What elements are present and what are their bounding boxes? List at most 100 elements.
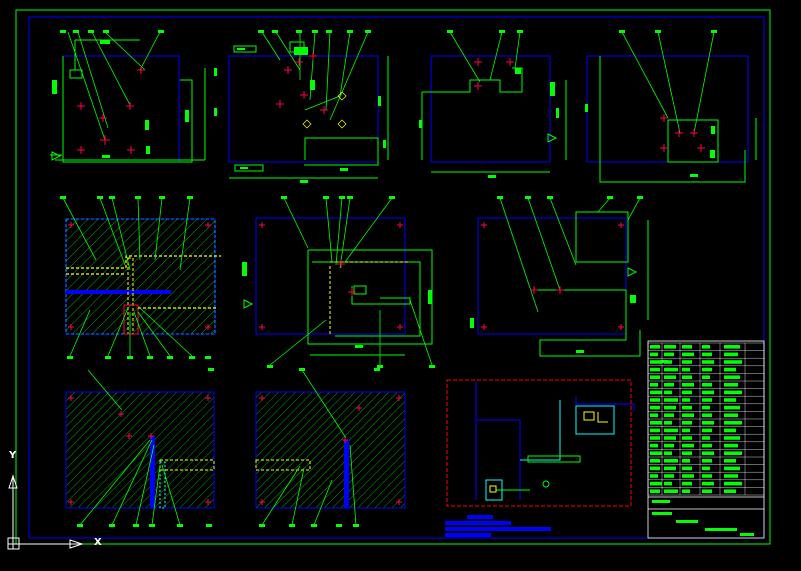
title-block-cell-text bbox=[664, 383, 674, 387]
title-block-cell-text bbox=[682, 345, 692, 349]
title-block-cell-text bbox=[650, 436, 660, 440]
title-block-cell-text bbox=[682, 367, 690, 372]
title-block-cell-text bbox=[664, 398, 678, 402]
title-block-cell-text bbox=[650, 489, 660, 493]
title-block-cell-text bbox=[650, 443, 658, 448]
title-block-cell-text bbox=[682, 489, 690, 493]
title-block-cell-text bbox=[650, 390, 662, 395]
title-block-cell-text bbox=[682, 360, 692, 364]
title-block-cell-text bbox=[650, 451, 662, 455]
title-block-cell-text bbox=[702, 443, 712, 448]
title-block-cell-text bbox=[650, 360, 662, 364]
title-block-cell-text bbox=[702, 474, 712, 478]
title-block-footer-text bbox=[740, 533, 754, 536]
title-block-cell-text bbox=[702, 375, 710, 379]
title-block-cell-text bbox=[702, 413, 712, 417]
title-block-cell-text bbox=[664, 443, 674, 448]
title-block-cell-text bbox=[664, 474, 674, 478]
view-4[interactable] bbox=[585, 30, 757, 183]
title-block-footer-text bbox=[652, 500, 670, 503]
title-block-cell-text bbox=[724, 459, 736, 463]
title-block-cell-text bbox=[702, 421, 714, 425]
title-block-cell-text bbox=[682, 352, 694, 357]
section-hatched-3[interactable] bbox=[255, 368, 406, 527]
title-block-cell-text bbox=[664, 459, 678, 463]
title-block-cell-text bbox=[724, 451, 742, 455]
title-block-cell-text bbox=[702, 489, 712, 493]
title-block-cell-text bbox=[664, 360, 672, 364]
ucs-icon bbox=[7, 474, 84, 550]
title-block-cell-text bbox=[724, 428, 736, 433]
title-block-cell-text bbox=[650, 428, 660, 433]
title-block-cell-text bbox=[664, 390, 672, 395]
title-block-cell-text bbox=[724, 390, 742, 395]
title-block-cell-text bbox=[724, 489, 736, 493]
section-hatched-1[interactable] bbox=[60, 196, 221, 359]
title-block-cell-text bbox=[724, 413, 738, 417]
detail-frame[interactable] bbox=[446, 379, 635, 507]
title-block-cell-text bbox=[650, 413, 658, 417]
title-block-cell-text bbox=[664, 405, 676, 410]
title-block-cell-text bbox=[724, 345, 740, 349]
title-block-cell-text bbox=[702, 360, 714, 364]
title-block-cell-text bbox=[664, 489, 678, 493]
title-block-cell-text bbox=[682, 390, 692, 395]
section-hatched-2[interactable] bbox=[65, 368, 215, 527]
title-block-cell-text bbox=[664, 413, 674, 417]
view-3[interactable] bbox=[419, 30, 567, 178]
title-block-cell-text bbox=[650, 367, 660, 372]
title-block-cell-text bbox=[702, 390, 714, 395]
title-block-cell-text bbox=[724, 474, 738, 478]
view-2[interactable] bbox=[228, 30, 389, 183]
title-block-cell-text bbox=[724, 436, 740, 440]
title-block-cell-text bbox=[724, 360, 742, 364]
title-block-cell-text bbox=[664, 481, 672, 486]
title-block[interactable] bbox=[647, 340, 765, 539]
title-block-cell-text bbox=[682, 481, 692, 486]
title-block-cell-text bbox=[682, 428, 690, 433]
title-block-cell-text bbox=[682, 466, 692, 471]
ucs-y-label: Y bbox=[9, 450, 17, 461]
title-block-cell-text bbox=[650, 405, 660, 410]
title-block-cell-text bbox=[650, 474, 658, 478]
title-block-cell-text bbox=[702, 459, 712, 463]
title-block-cell-text bbox=[724, 443, 738, 448]
title-block-cell-text bbox=[682, 375, 692, 379]
view-1[interactable] bbox=[50, 30, 217, 163]
title-block-cell-text bbox=[682, 413, 694, 417]
title-block-cell-text bbox=[682, 398, 690, 402]
title-block-cell-text bbox=[650, 383, 658, 387]
view-5[interactable] bbox=[242, 196, 435, 368]
title-block-cell-text bbox=[664, 421, 672, 425]
title-block-cell-text bbox=[702, 367, 712, 372]
title-block-footer-text bbox=[676, 520, 698, 523]
title-block-cell-text bbox=[702, 383, 712, 387]
sheet-frame bbox=[15, 9, 771, 545]
title-block-cell-text bbox=[664, 451, 672, 455]
title-block-cell-text bbox=[702, 481, 714, 486]
title-block-cell-text bbox=[724, 398, 736, 402]
title-block-cell-text bbox=[664, 367, 678, 372]
title-block-cell-text bbox=[664, 428, 678, 433]
title-block-footer-text bbox=[652, 512, 672, 515]
view-6[interactable] bbox=[470, 196, 668, 363]
title-block-cell-text bbox=[650, 459, 660, 463]
title-block-cell-text bbox=[702, 405, 710, 410]
title-block-cell-text bbox=[664, 436, 676, 440]
title-block-cell-text bbox=[650, 466, 660, 471]
title-block-cell-text bbox=[682, 436, 692, 440]
title-block-cell-text bbox=[650, 398, 660, 402]
title-block-cell-text bbox=[724, 405, 740, 410]
title-block-cell-text bbox=[702, 398, 712, 402]
title-block-cell-text bbox=[724, 352, 738, 357]
title-block-cell-text bbox=[682, 474, 694, 478]
title-block-cell-text bbox=[702, 345, 710, 349]
title-block-cell-text bbox=[724, 375, 740, 379]
title-block-cell-text bbox=[664, 352, 674, 357]
title-block-cell-text bbox=[650, 481, 662, 486]
title-block-cell-text bbox=[682, 405, 692, 410]
title-block-cell-text bbox=[682, 459, 690, 463]
title-block-cell-text bbox=[682, 421, 692, 425]
title-block-cell-text bbox=[702, 436, 710, 440]
